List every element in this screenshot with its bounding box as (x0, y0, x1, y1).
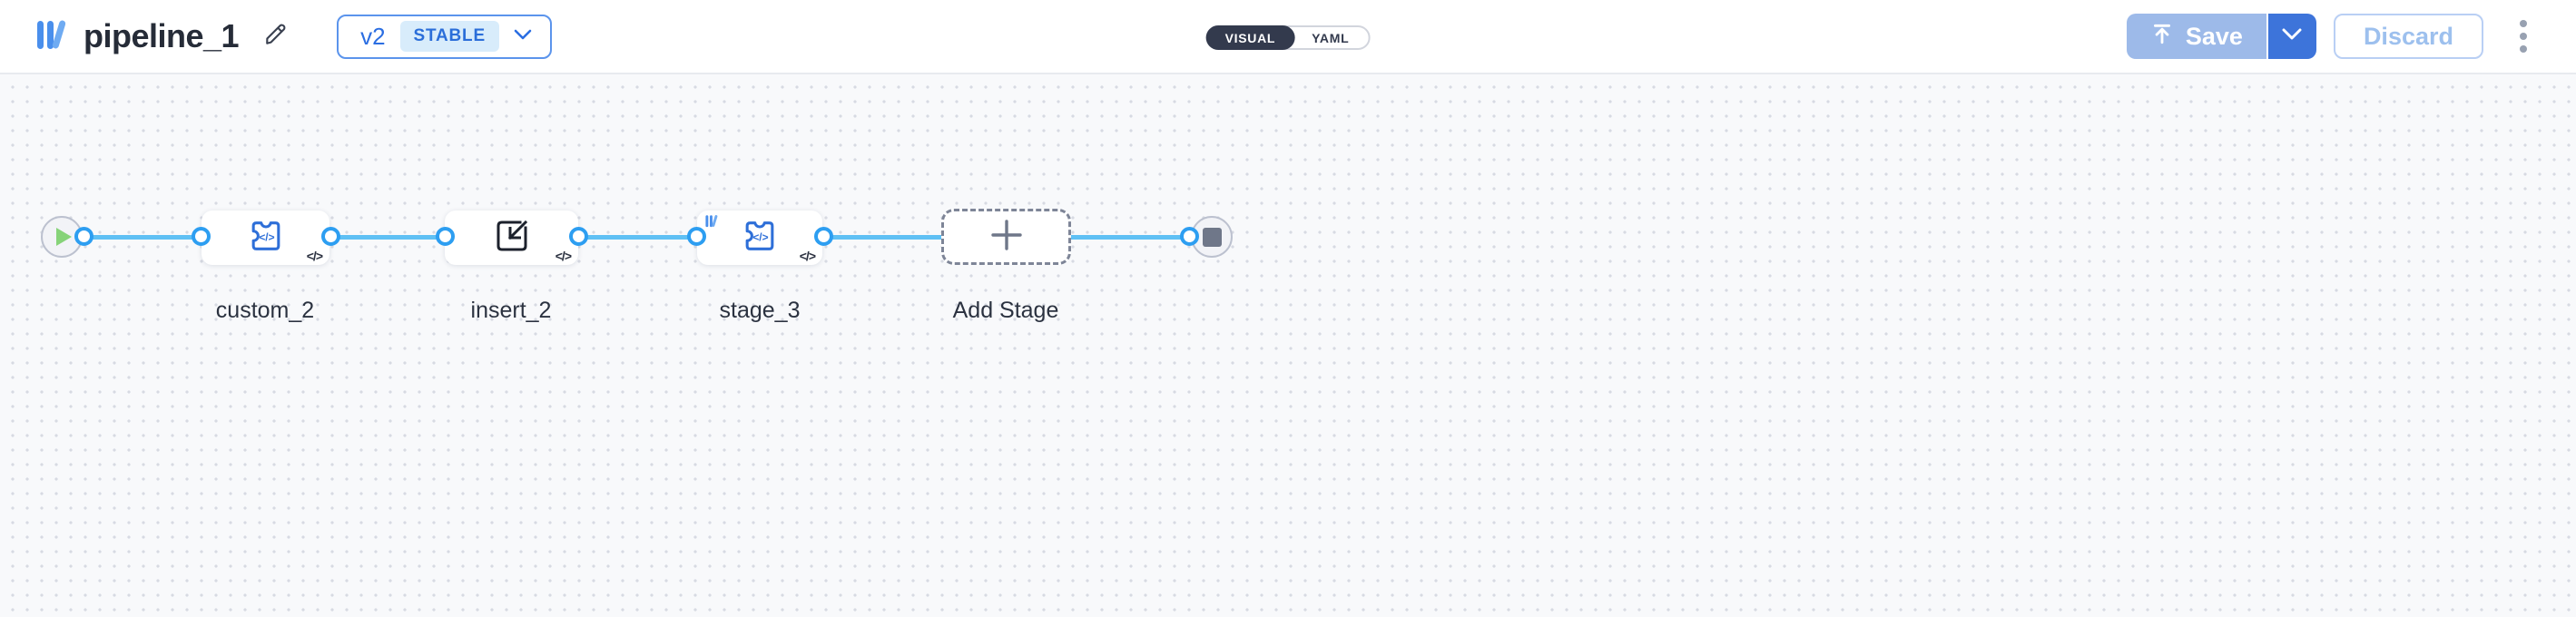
import-icon (492, 216, 532, 260)
node-stage-3[interactable]: </> </> (697, 211, 822, 265)
node-insert-2[interactable]: </> (445, 211, 578, 265)
code-type-badge: </> (306, 249, 323, 263)
puzzle-code-icon: </> (739, 217, 781, 260)
node-label-add-stage: Add Stage (952, 298, 1059, 323)
top-bar: pipeline_1 v2 STABLE VISUAL YAML (0, 0, 2576, 74)
code-type-badge: </> (555, 249, 572, 263)
version-status-badge: STABLE (399, 21, 499, 52)
node-label-custom-2: custom_2 (215, 298, 315, 323)
save-dropdown-button[interactable] (2267, 14, 2316, 59)
add-stage-button[interactable] (941, 209, 1071, 265)
pipeline-logo-badge (704, 214, 720, 232)
edge-start-custom2 (82, 235, 202, 240)
port-stage3-in[interactable] (687, 227, 706, 246)
save-label: Save (2185, 22, 2243, 50)
port-insert2-in[interactable] (436, 227, 455, 246)
port-custom2-out[interactable] (321, 227, 340, 246)
view-mode-toggle: VISUAL YAML (1205, 25, 1371, 50)
version-label: v2 (360, 22, 386, 50)
tab-yaml[interactable]: YAML (1312, 30, 1350, 45)
upload-icon (2150, 22, 2174, 52)
plus-icon (990, 219, 1023, 256)
tab-visual[interactable]: VISUAL (1205, 25, 1295, 50)
save-split-button: Save (2126, 14, 2316, 59)
pipeline-canvas[interactable]: </> </> </> (0, 74, 2576, 617)
puzzle-code-icon: </> (245, 217, 287, 260)
node-custom-2[interactable]: </> </> (202, 211, 329, 265)
node-label-insert-2: insert_2 (470, 298, 552, 323)
edge-insert2-stage3 (576, 235, 698, 240)
chevron-down-icon (514, 28, 532, 44)
discard-button[interactable]: Discard (2333, 14, 2483, 59)
chevron-down-icon (2282, 28, 2302, 44)
port-stage3-out[interactable] (814, 227, 833, 246)
stop-icon (1202, 227, 1222, 247)
pencil-icon (262, 21, 290, 53)
version-selector[interactable]: v2 STABLE (337, 14, 552, 59)
port-end-in[interactable] (1180, 227, 1199, 246)
kebab-menu-icon (2520, 20, 2527, 53)
code-type-badge: </> (799, 249, 816, 263)
edit-title-button[interactable] (262, 21, 290, 53)
page-title: pipeline_1 (84, 17, 240, 54)
app-logo[interactable] (34, 18, 71, 55)
overflow-menu-button[interactable] (2514, 15, 2532, 58)
svg-text:</>: </> (259, 230, 274, 243)
svg-text:</>: </> (752, 230, 768, 243)
edge-custom2-insert2 (329, 235, 447, 240)
port-insert2-out[interactable] (569, 227, 588, 246)
library-bars-icon (34, 18, 71, 55)
node-label-stage-3: stage_3 (719, 298, 801, 323)
port-custom2-in[interactable] (192, 227, 211, 246)
port-start-out[interactable] (74, 227, 93, 246)
play-icon (56, 228, 72, 246)
save-button[interactable]: Save (2126, 14, 2268, 59)
